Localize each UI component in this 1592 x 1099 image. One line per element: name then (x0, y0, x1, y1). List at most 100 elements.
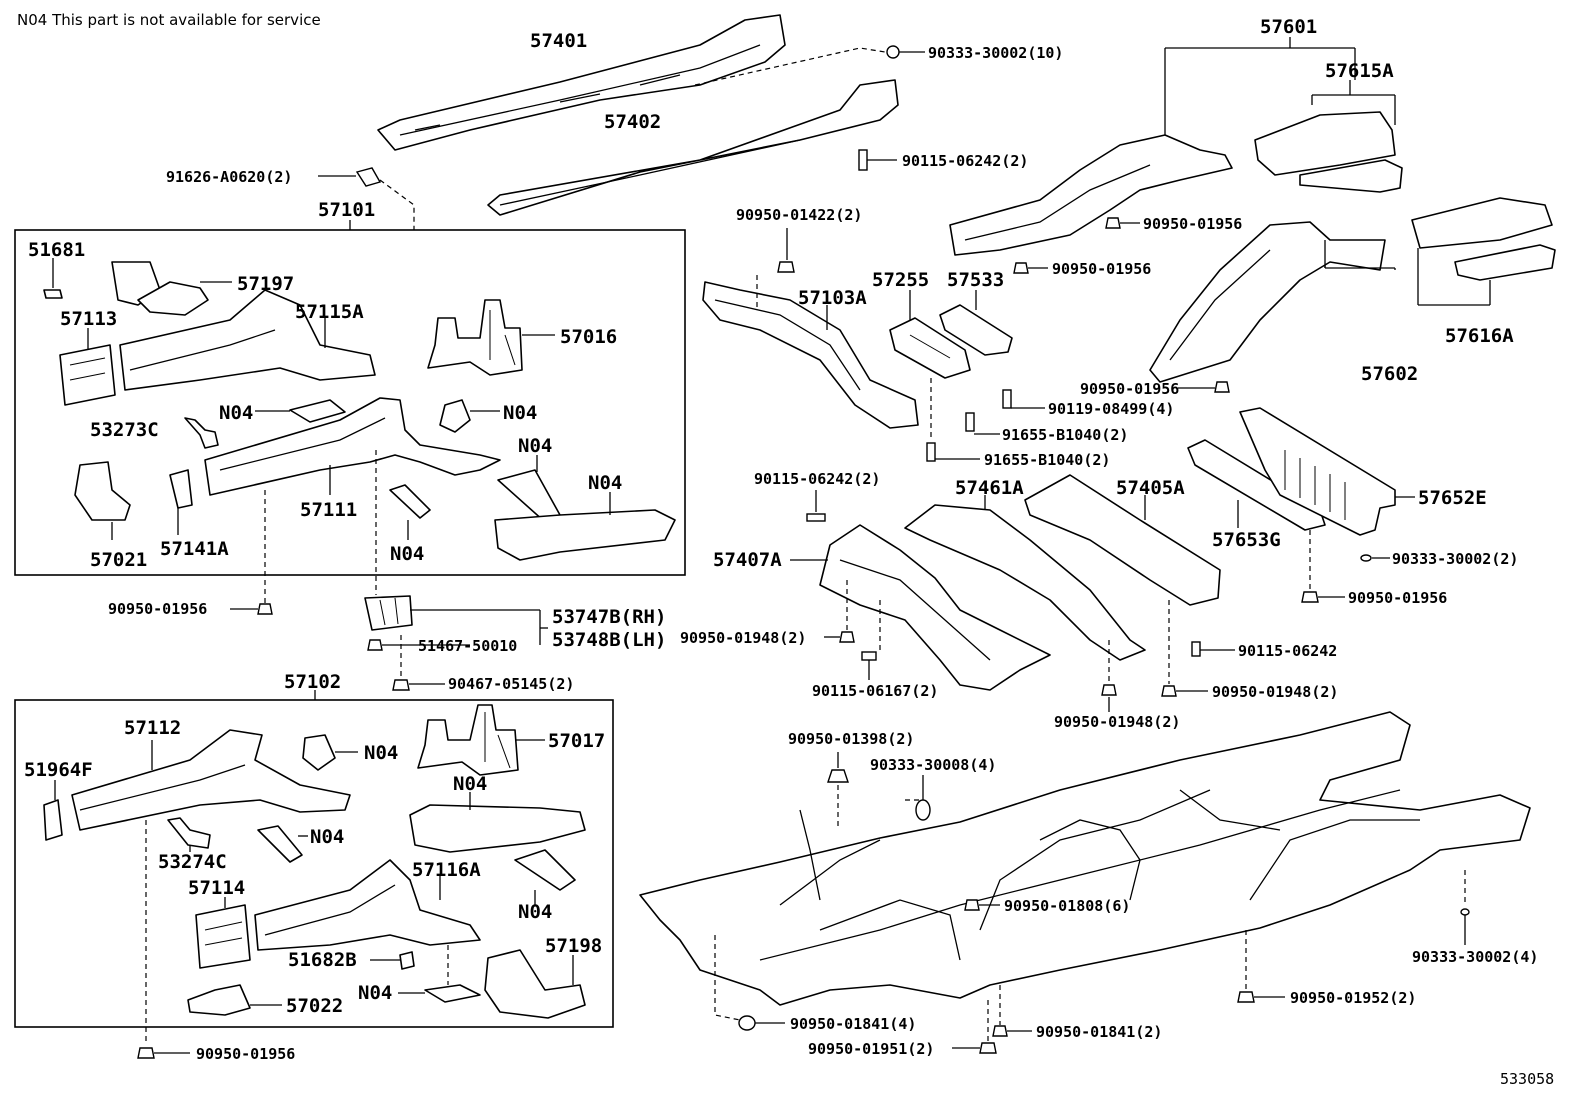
label-90950-01422: 90950-01422(2) (736, 206, 862, 224)
part-53747B-bracket[interactable] (364, 595, 413, 631)
part-53274C[interactable] (167, 817, 211, 849)
label-57021: 57021 (90, 549, 147, 571)
label-57652E: 57652E (1418, 487, 1487, 509)
part-57114[interactable] (195, 904, 251, 969)
part-n04-plate[interactable] (424, 984, 481, 1003)
label-n04-i: N04 (518, 901, 552, 923)
label-90333-30002-2: 90333-30002(2) (1392, 550, 1518, 568)
part-57401-rocker-outer[interactable] (377, 14, 786, 151)
label-90467-05145: 90467-05145(2) (448, 675, 574, 693)
part-51964F[interactable] (43, 799, 63, 841)
label-57016: 57016 (560, 326, 617, 348)
part-57616A[interactable] (1411, 197, 1556, 281)
label-90950-01956-b: 90950-01956 (196, 1045, 295, 1063)
part-57652E[interactable] (1239, 407, 1396, 536)
label-90115-06242: 90115-06242 (1238, 642, 1337, 660)
bolt-icon (861, 651, 877, 661)
part-51682B[interactable] (399, 951, 415, 970)
label-57533: 57533 (947, 269, 1004, 291)
nut-icon (1237, 991, 1255, 1003)
nut-icon (979, 1042, 997, 1054)
label-57102: 57102 (284, 671, 341, 693)
clip-icon (355, 167, 382, 187)
label-57402: 57402 (604, 111, 661, 133)
part-n04-gusset-lh[interactable] (302, 734, 336, 771)
part-n04-clip-lh[interactable] (257, 825, 303, 863)
label-n04-a: N04 (219, 402, 253, 424)
part-n04-bracket[interactable] (289, 399, 346, 423)
nut-icon (392, 679, 410, 691)
part-n04-brace[interactable] (497, 469, 561, 523)
part-57615A[interactable] (1254, 111, 1403, 193)
nut-icon (964, 899, 980, 911)
part-n04-long-panel[interactable] (494, 509, 676, 561)
label-90950-01952: 90950-01952(2) (1290, 989, 1416, 1007)
part-57461A[interactable] (904, 504, 1146, 661)
part-57115A[interactable] (119, 289, 376, 391)
label-57601: 57601 (1260, 16, 1317, 38)
label-57461A: 57461A (955, 477, 1024, 499)
part-57017[interactable] (417, 704, 519, 776)
part-57103A[interactable] (702, 281, 919, 429)
label-57407A: 57407A (713, 549, 782, 571)
label-57114: 57114 (188, 877, 245, 899)
label-90950-01841-4: 90950-01841(4) (790, 1015, 916, 1033)
label-57197: 57197 (237, 273, 294, 295)
part-57016[interactable] (427, 299, 523, 376)
nut-icon (257, 603, 273, 615)
label-90950-01948-c: 90950-01948(2) (1054, 713, 1180, 731)
part-57116A[interactable] (254, 859, 481, 951)
nut-icon (1105, 217, 1121, 229)
nut-icon (827, 769, 849, 783)
grommet-icon (1360, 554, 1372, 562)
label-n04-b: N04 (503, 402, 537, 424)
label-90950-01956-f: 90950-01956 (1348, 589, 1447, 607)
label-57401: 57401 (530, 30, 587, 52)
label-90950-01956-a: 90950-01956 (108, 600, 207, 618)
label-90119-08499: 90119-08499(4) (1048, 400, 1174, 418)
label-57116A: 57116A (412, 859, 481, 881)
label-57615A: 57615A (1325, 60, 1394, 82)
label-90950-01956-d: 90950-01956 (1052, 260, 1151, 278)
label-53748B: 53748B(LH) (552, 629, 666, 651)
part-57112[interactable] (71, 729, 351, 831)
part-57602[interactable] (1149, 221, 1386, 383)
part-57407A[interactable] (819, 524, 1051, 691)
label-90950-01948-a: 90950-01948(2) (680, 629, 806, 647)
label-91626-A0620: 91626-A0620(2) (166, 168, 292, 186)
nut-icon (1301, 591, 1319, 603)
label-90115-06242-2: 90115-06242(2) (902, 152, 1028, 170)
part-57533[interactable] (939, 304, 1013, 356)
part-57405A[interactable] (1024, 474, 1221, 606)
label-n04-h: N04 (310, 826, 344, 848)
label-51682B: 51682B (288, 949, 357, 971)
label-53747B: 53747B(RH) (552, 606, 666, 628)
part-n04-brace-lh[interactable] (514, 849, 576, 891)
figure-id: 533058 (1500, 1070, 1554, 1088)
part-57141A[interactable] (169, 469, 193, 509)
label-57103A: 57103A (798, 287, 867, 309)
part-57601[interactable] (949, 134, 1233, 256)
part-n04-gusset[interactable] (439, 399, 471, 433)
part-57197[interactable] (111, 261, 209, 316)
part-53273C[interactable] (184, 417, 219, 449)
nut-icon (839, 631, 855, 643)
label-51964F: 51964F (24, 759, 93, 781)
part-57255[interactable] (889, 317, 971, 379)
part-57022[interactable] (187, 984, 251, 1016)
label-90115-06167: 90115-06167(2) (812, 682, 938, 700)
part-underbody-assembly[interactable] (639, 711, 1531, 1006)
part-n04-long-panel-lh[interactable] (409, 804, 586, 853)
part-57111[interactable] (204, 397, 501, 605)
part-57653G[interactable] (1187, 439, 1326, 531)
label-57405A: 57405A (1116, 477, 1185, 499)
part-57198[interactable] (484, 949, 586, 1019)
part-57402-rocker-inner[interactable] (487, 47, 899, 216)
part-57021[interactable] (74, 461, 131, 521)
part-51681[interactable] (43, 289, 63, 299)
label-57112: 57112 (124, 717, 181, 739)
label-90950-01951: 90950-01951(2) (808, 1040, 934, 1058)
part-57113[interactable] (59, 344, 116, 406)
part-n04-clip[interactable] (389, 484, 431, 519)
